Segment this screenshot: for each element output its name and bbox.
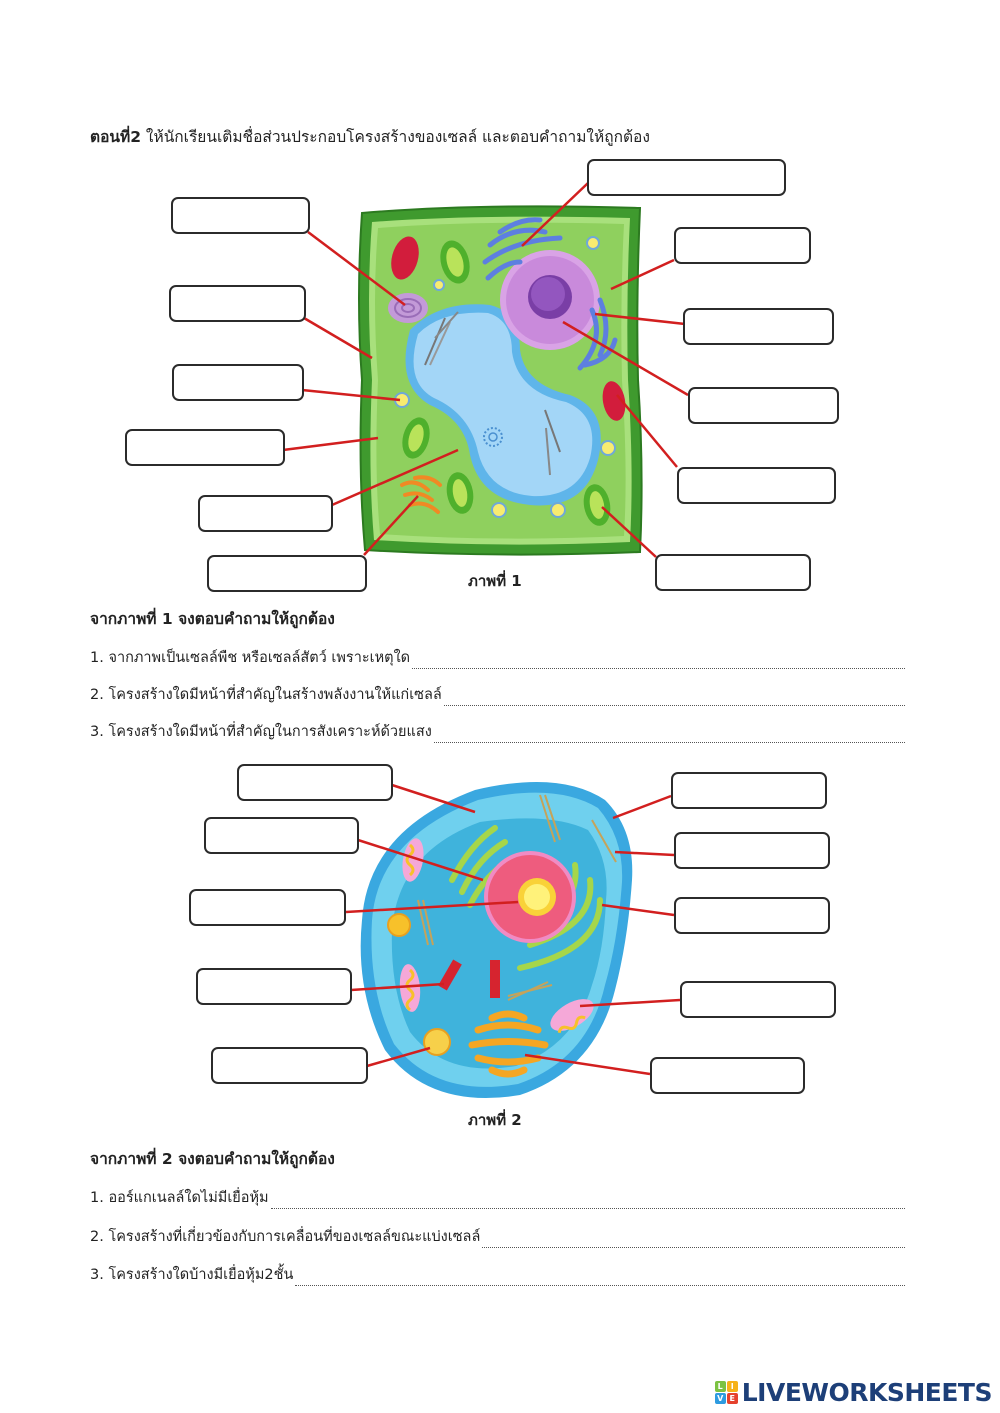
question-text: 1. ออร์แกเนลล์ใดไม่มีเยื่อหุ้ม <box>90 1190 269 1206</box>
questions-1-heading: จากภาพที่ 1 จงตอบคำถามให้ถูกต้อง <box>90 610 335 628</box>
question-2-2[interactable]: 2. โครงสร้างที่เกี่ยวข้องกับการเคลื่อนที… <box>90 1225 905 1248</box>
plant-label-box[interactable] <box>169 285 306 322</box>
animal-leader-lines <box>345 783 681 1076</box>
logo-tile: V <box>714 1393 726 1404</box>
answer-line[interactable] <box>433 730 905 743</box>
liveworksheets-logo: L I V E LIVEWORKSHEETS <box>714 1378 993 1407</box>
animal-label-box[interactable] <box>237 764 393 801</box>
figure-2-caption: ภาพที่ 2 <box>468 1111 522 1129</box>
question-text: 2. โครงสร้างใดมีหน้าที่สำคัญในสร้างพลังง… <box>90 687 442 703</box>
question-2-1[interactable]: 1. ออร์แกเนลล์ใดไม่มีเยื่อหุ้ม <box>90 1186 905 1209</box>
animal-label-box[interactable] <box>680 981 836 1018</box>
plant-leader-lines <box>282 182 689 558</box>
answer-line[interactable] <box>443 693 905 706</box>
logo-tile: I <box>726 1381 738 1392</box>
plant-label-box[interactable] <box>172 364 304 401</box>
question-2-3[interactable]: 3. โครงสร้างใดบ้างมีเยื่อหุ้ม2ชั้น <box>90 1263 905 1286</box>
question-1-3[interactable]: 3. โครงสร้างใดมีหน้าที่สำคัญในการสังเครา… <box>90 720 905 743</box>
animal-label-box[interactable] <box>674 832 830 869</box>
plant-label-box[interactable] <box>125 429 285 466</box>
questions-2-heading: จากภาพที่ 2 จงตอบคำถามให้ถูกต้อง <box>90 1150 335 1168</box>
plant-label-box[interactable] <box>587 159 786 196</box>
answer-line[interactable] <box>482 1235 905 1248</box>
animal-label-box[interactable] <box>211 1047 368 1084</box>
logo-wordmark: LIVEWORKSHEETS <box>741 1378 993 1407</box>
animal-cell-illustration <box>360 782 633 1098</box>
plant-label-box[interactable] <box>677 467 836 504</box>
instruction-text: ให้นักเรียนเติมชื่อส่วนประกอบโครงสร้างขอ… <box>140 128 650 146</box>
question-text: 3. โครงสร้างใดมีหน้าที่สำคัญในการสังเครา… <box>90 724 432 740</box>
plant-label-box[interactable] <box>198 495 333 532</box>
instruction-line: ตอนที่2 ให้นักเรียนเติมชื่อส่วนประกอบโคร… <box>90 124 650 149</box>
plant-cell-illustration <box>358 205 643 556</box>
animal-label-box[interactable] <box>196 968 352 1005</box>
plant-label-box[interactable] <box>674 227 811 264</box>
plant-label-box[interactable] <box>207 555 367 592</box>
animal-label-box[interactable] <box>671 772 827 809</box>
logo-tile: E <box>726 1393 738 1404</box>
question-text: 1. จากภาพเป็นเซลล์พืช หรือเซลล์สัตว์ เพร… <box>90 650 411 666</box>
plant-label-box[interactable] <box>171 197 310 234</box>
question-1-1[interactable]: 1. จากภาพเป็นเซลล์พืช หรือเซลล์สัตว์ เพร… <box>90 646 905 669</box>
animal-label-box[interactable] <box>674 897 830 934</box>
animal-label-box[interactable] <box>650 1057 805 1094</box>
part-label: ตอนที่2 <box>90 128 141 146</box>
question-text: 3. โครงสร้างใดบ้างมีเยื่อหุ้ม2ชั้น <box>90 1267 294 1283</box>
logo-tiles-icon: L I V E <box>714 1381 738 1404</box>
animal-label-box[interactable] <box>204 817 359 854</box>
answer-line[interactable] <box>270 1196 905 1209</box>
question-text: 2. โครงสร้างที่เกี่ยวข้องกับการเคลื่อนที… <box>90 1229 481 1245</box>
answer-line[interactable] <box>295 1273 905 1286</box>
plant-label-box[interactable] <box>688 387 839 424</box>
question-1-2[interactable]: 2. โครงสร้างใดมีหน้าที่สำคัญในสร้างพลังง… <box>90 683 905 706</box>
figure-1-caption: ภาพที่ 1 <box>468 572 522 590</box>
plant-label-box[interactable] <box>655 554 811 591</box>
logo-tile: L <box>714 1381 726 1392</box>
plant-label-box[interactable] <box>683 308 834 345</box>
answer-line[interactable] <box>412 656 905 669</box>
animal-label-box[interactable] <box>189 889 346 926</box>
